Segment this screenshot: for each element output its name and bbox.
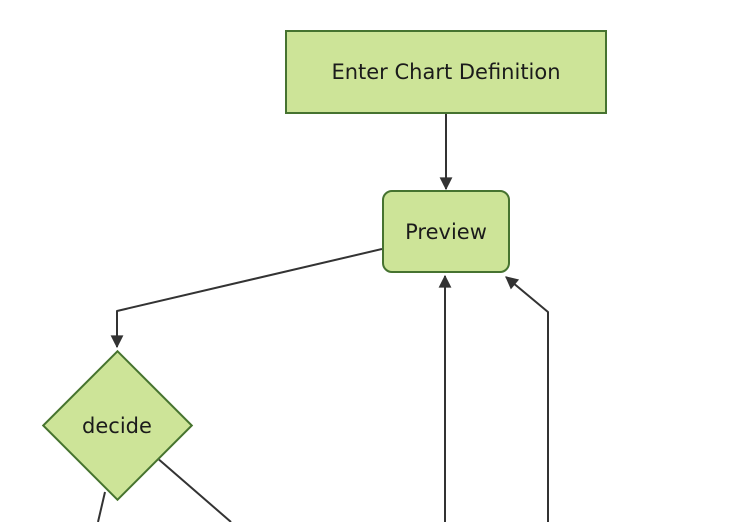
- edge-decide-to-offscreen-bottom-left: [97, 491, 106, 522]
- edge-decide-to-offscreen-bottom-right: [155, 456, 232, 522]
- edge-offscreen-bottom-right-to-preview: [505, 276, 549, 522]
- node-enter-chart-definition-label: Enter Chart Definition: [331, 60, 561, 84]
- node-enter-chart-definition: Enter Chart Definition: [285, 30, 607, 114]
- edge-preview-to-decide: [110, 248, 383, 349]
- node-decide-label: decide: [82, 413, 152, 438]
- node-preview: Preview: [382, 190, 510, 273]
- node-decide: decide: [42, 411, 192, 440]
- node-preview-label: Preview: [405, 219, 487, 244]
